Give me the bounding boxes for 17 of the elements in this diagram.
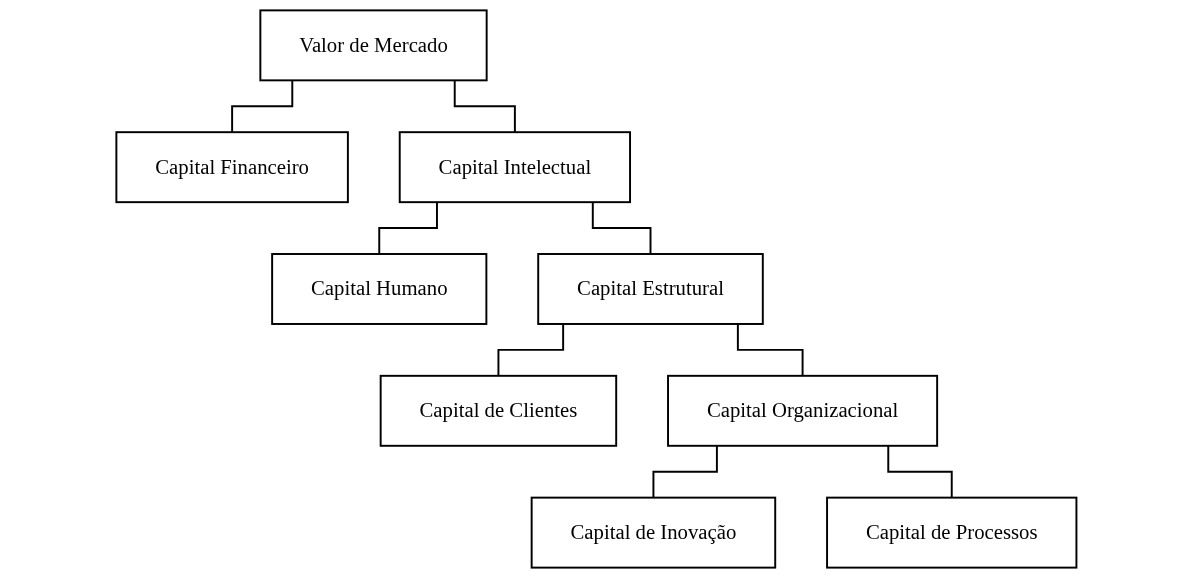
node-box: Valor de Mercado — [259, 9, 488, 82]
node-box: Capital de Inovação — [530, 496, 777, 569]
connector — [887, 444, 953, 499]
connector — [497, 323, 565, 377]
connector — [652, 444, 718, 499]
node-box: Capital Estrutural — [537, 253, 764, 325]
connector — [453, 79, 516, 134]
connector — [378, 201, 439, 255]
node-box: Capital de Processos — [826, 496, 1078, 569]
node-box: Capital de Clientes — [379, 374, 618, 447]
node-box: Capital Humano — [271, 253, 488, 325]
node-box: Capital Intelectual — [398, 131, 632, 204]
connector — [231, 79, 294, 134]
connector — [591, 201, 652, 255]
node-box: Capital Organizacional — [667, 374, 939, 447]
connector — [737, 323, 804, 377]
node-box: Capital Financeiro — [115, 131, 349, 204]
